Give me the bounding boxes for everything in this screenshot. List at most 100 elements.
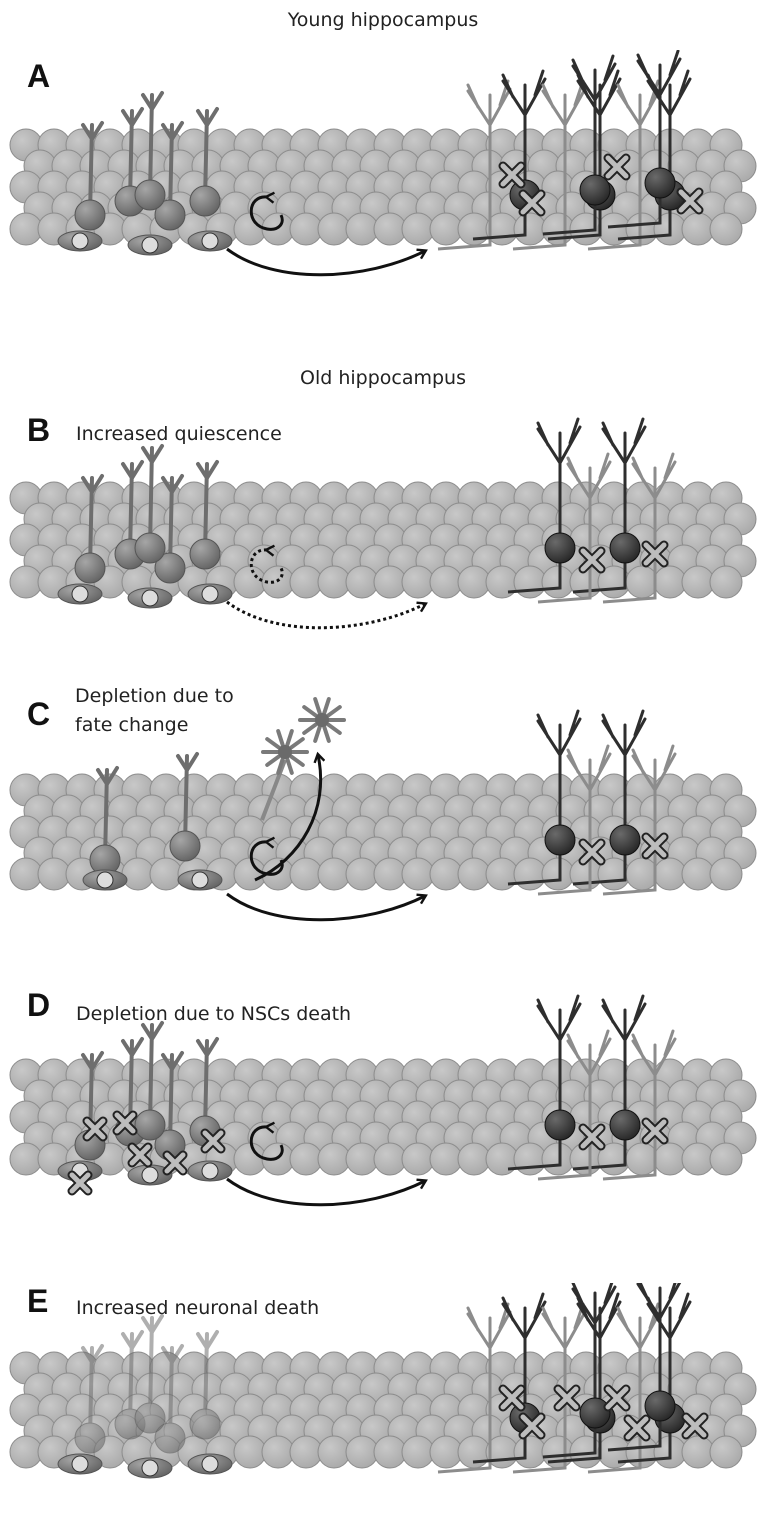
granule-cell-layer	[9, 773, 757, 891]
cell-group	[82, 697, 677, 922]
stem-cell	[74, 121, 106, 231]
dendrite-tree	[466, 1302, 512, 1430]
dendrite-tree	[541, 79, 587, 207]
stem-cell	[89, 766, 121, 876]
granule-cell	[317, 212, 351, 246]
dendrite-tree	[576, 69, 622, 197]
granule-cell	[9, 1142, 43, 1176]
stem-cell-body	[74, 1422, 106, 1454]
panel-a-illustration	[9, 50, 757, 277]
dead-cell-mark	[127, 1142, 153, 1168]
dead-cell-mark	[200, 1128, 226, 1154]
granule-cell	[149, 857, 183, 891]
dendrite-tree	[536, 994, 582, 1127]
dendrite-tree	[536, 417, 582, 550]
granule-cell	[457, 1142, 491, 1176]
granule-cell	[345, 565, 379, 599]
neuron-soma	[609, 1109, 641, 1141]
granule-cell	[681, 212, 715, 246]
progenitor-nucleus	[201, 232, 219, 250]
neuron-faded	[602, 1029, 677, 1181]
axon	[437, 1428, 492, 1474]
granule-cell	[233, 857, 267, 891]
old-hippocampus-heading: Old hippocampus	[300, 367, 466, 389]
stem-cell-body	[189, 538, 221, 570]
astrocyte	[298, 697, 346, 743]
neuron-soma	[644, 1390, 676, 1422]
axon	[437, 205, 492, 251]
dead-cell-mark	[623, 1414, 651, 1442]
stem-cell	[154, 121, 186, 231]
dead-cell-mark	[641, 540, 669, 568]
stem-cell-body	[169, 830, 201, 862]
dendrite-tree	[541, 1302, 587, 1430]
granule-cell	[569, 212, 603, 246]
stem-cell	[74, 1344, 106, 1454]
granule-cell	[373, 565, 407, 599]
axon	[537, 1135, 592, 1181]
granule-cell	[653, 565, 687, 599]
granule-cell	[513, 1142, 547, 1176]
radial-process	[141, 1314, 164, 1420]
panel-letter: A	[27, 58, 51, 94]
cell-group	[57, 50, 704, 277]
granule-cell	[261, 1435, 295, 1469]
caption-line: Increased quiescence	[76, 423, 282, 445]
caption-line: Depletion due to NSCs death	[76, 1003, 352, 1025]
dead-cell-mark	[641, 832, 669, 860]
astrocyte-body	[315, 713, 329, 727]
dead-cell-mark	[82, 1116, 108, 1142]
granule-cell	[9, 212, 43, 246]
dendrite-tree	[601, 994, 647, 1127]
granule-cell	[317, 565, 351, 599]
dead-cell-mark	[603, 1384, 631, 1412]
panel-caption: Depletion due to NSCs death	[76, 1000, 351, 1029]
mature-neuron	[607, 1283, 682, 1452]
neuron-faded	[437, 79, 512, 251]
mature-neuron	[507, 709, 582, 886]
neuron-faded	[587, 1302, 662, 1474]
progenitor-nucleus	[96, 871, 114, 889]
neuron-soma	[544, 824, 576, 856]
stem-cell	[134, 1314, 166, 1434]
granule-cell-layer	[9, 128, 757, 246]
granule-cell	[401, 1142, 435, 1176]
progenitor-nucleus	[201, 585, 219, 603]
granule-cell	[317, 1435, 351, 1469]
dead-cell-mark	[578, 1123, 606, 1151]
dead-cell-mark	[641, 1117, 669, 1145]
neuron-soma	[579, 174, 611, 206]
granule-cell	[429, 565, 463, 599]
granule-cell	[541, 1142, 575, 1176]
granule-cell	[541, 857, 575, 891]
granule-cell	[625, 212, 659, 246]
panel-caption: Increased quiescence	[76, 420, 282, 449]
neuron-soma	[644, 167, 676, 199]
granule-cell	[429, 1435, 463, 1469]
granule-cell	[373, 1435, 407, 1469]
neuron-faded	[602, 452, 677, 604]
dead-cell-mark	[681, 1412, 709, 1440]
progenitor-nucleus	[71, 585, 89, 603]
mature-neuron	[542, 1283, 617, 1459]
dendrite-tree	[566, 452, 612, 560]
stem-cell-body	[189, 1408, 221, 1440]
dendrite-tree	[466, 79, 512, 207]
granule-cell	[681, 857, 715, 891]
panel-b-illustration	[9, 417, 757, 630]
stem-cell-body	[154, 199, 186, 231]
granule-cell	[709, 1142, 743, 1176]
dead-cell-mark	[578, 838, 606, 866]
dendrite-tree	[501, 1292, 547, 1420]
granule-cell	[429, 1142, 463, 1176]
dendrite-tree	[571, 54, 617, 192]
progenitor-nucleus	[141, 1459, 159, 1477]
granule-cell	[401, 212, 435, 246]
dead-cell-mark	[578, 546, 606, 574]
panel-c: C Depletion due to fate change	[0, 680, 766, 950]
panel-letter: C	[27, 696, 51, 732]
granule-cell	[513, 565, 547, 599]
dead-cell-mark	[553, 1384, 581, 1412]
granule-cell	[569, 1435, 603, 1469]
granule-cell	[345, 212, 379, 246]
